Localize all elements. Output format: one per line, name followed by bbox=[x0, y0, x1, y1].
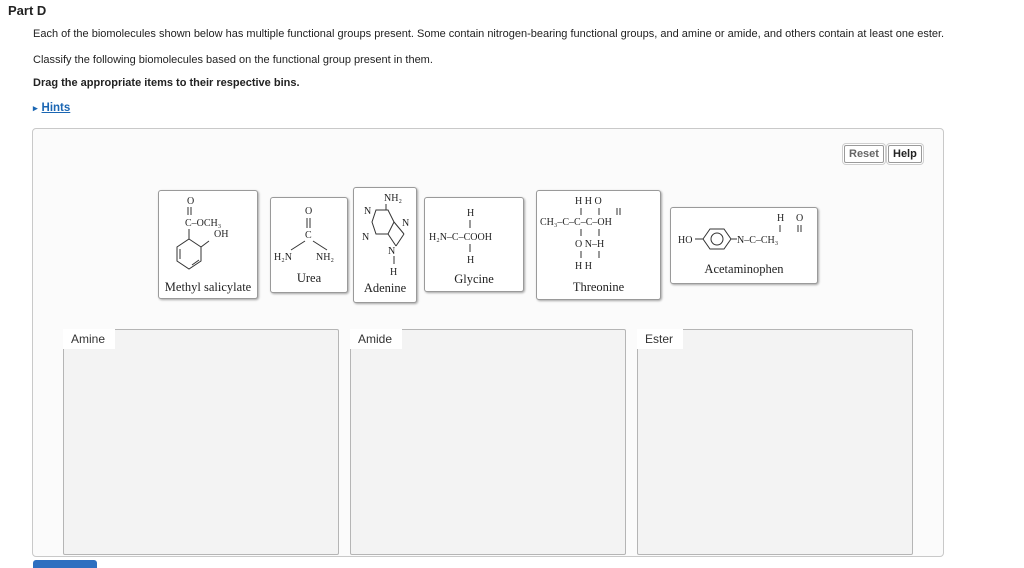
drag-instruction: Drag the appropriate items to their resp… bbox=[33, 77, 300, 89]
item-threonine[interactable]: H H O CH₃–C–C–C–OH O N–H H H Threonine bbox=[536, 190, 661, 300]
instruction-text: Each of the biomolecules shown below has… bbox=[33, 28, 945, 40]
item-label: Methyl salicylate bbox=[164, 280, 252, 294]
atom-label: N bbox=[362, 232, 369, 243]
atom-label: H H O bbox=[575, 196, 602, 207]
adenine-structure: NH₂ N N N N H bbox=[362, 193, 409, 278]
atom-label: O bbox=[187, 196, 194, 207]
atom-label: C bbox=[305, 230, 312, 241]
bin-ester[interactable]: Ester bbox=[637, 329, 913, 555]
threonine-structure: H H O CH₃–C–C–C–OH O N–H H H bbox=[540, 196, 621, 272]
instruction-text: Classify the following biomolecules base… bbox=[33, 54, 433, 66]
part-title: Part D bbox=[8, 3, 47, 18]
atom-label: H bbox=[390, 267, 397, 278]
bin-label: Amine bbox=[63, 329, 116, 349]
atom-label: OH bbox=[214, 229, 228, 240]
item-glycine[interactable]: H H₂N–C–COOH H Glycine bbox=[424, 197, 524, 292]
atom-label: O bbox=[796, 213, 803, 224]
atom-label: NH₂ bbox=[384, 193, 402, 204]
atom-label: NH₂ bbox=[316, 252, 334, 263]
atom-label: H H bbox=[575, 261, 592, 272]
atom-label: N bbox=[388, 246, 395, 257]
item-label: Glycine bbox=[454, 272, 494, 286]
atom-label: H bbox=[777, 213, 784, 224]
hints-link[interactable]: Hints bbox=[41, 102, 71, 114]
methyl-salicylate-structure: O C–OCH₃ OH bbox=[176, 196, 228, 270]
atom-label: N bbox=[364, 206, 371, 217]
atom-label: O bbox=[305, 206, 312, 217]
item-label: Urea bbox=[296, 271, 322, 285]
item-urea[interactable]: O C H₂N NH₂ Urea bbox=[270, 197, 348, 293]
help-button[interactable]: Help bbox=[888, 145, 922, 163]
atom-label: CH₃–C–C–C–OH bbox=[540, 217, 612, 228]
atom-label: H₂N–C–COOH bbox=[429, 232, 492, 243]
item-adenine[interactable]: NH₂ N N N N H Adenine bbox=[353, 187, 417, 303]
item-label: Acetaminophen bbox=[704, 262, 784, 276]
atom-label: H bbox=[467, 255, 474, 266]
bin-amine[interactable]: Amine bbox=[63, 329, 339, 555]
hints-toggle[interactable]: ▸Hints bbox=[33, 102, 70, 114]
bin-label: Amide bbox=[350, 329, 403, 349]
atom-label: HO bbox=[678, 235, 692, 246]
urea-structure: O C H₂N NH₂ bbox=[274, 206, 334, 263]
item-acetaminophen[interactable]: H O HO N–C–CH₃ Acetaminophen bbox=[670, 207, 818, 284]
atom-label: N–C–CH₃ bbox=[737, 235, 778, 246]
reset-button[interactable]: Reset bbox=[844, 145, 884, 163]
item-methyl-salicylate[interactable]: O C–OCH₃ OH Methyl salicylate bbox=[158, 190, 258, 299]
atom-label: H bbox=[467, 208, 474, 219]
bin-amide[interactable]: Amide bbox=[350, 329, 626, 555]
expand-triangle-icon: ▸ bbox=[33, 103, 38, 113]
submit-button[interactable] bbox=[33, 560, 97, 568]
acetaminophen-structure: H O HO N–C–CH₃ bbox=[678, 213, 803, 250]
glycine-structure: H H₂N–C–COOH H bbox=[429, 208, 492, 266]
atom-label: H₂N bbox=[274, 252, 292, 263]
bin-label: Ester bbox=[637, 329, 684, 349]
item-label: Adenine bbox=[363, 281, 407, 295]
atom-label: O N–H bbox=[575, 239, 604, 250]
atom-label: C–OCH₃ bbox=[185, 218, 221, 229]
drag-drop-panel: Reset Help O C–OCH₃ OH Methyl salicylate… bbox=[32, 128, 944, 557]
atom-label: N bbox=[402, 218, 409, 229]
item-label: Threonine bbox=[572, 280, 625, 294]
